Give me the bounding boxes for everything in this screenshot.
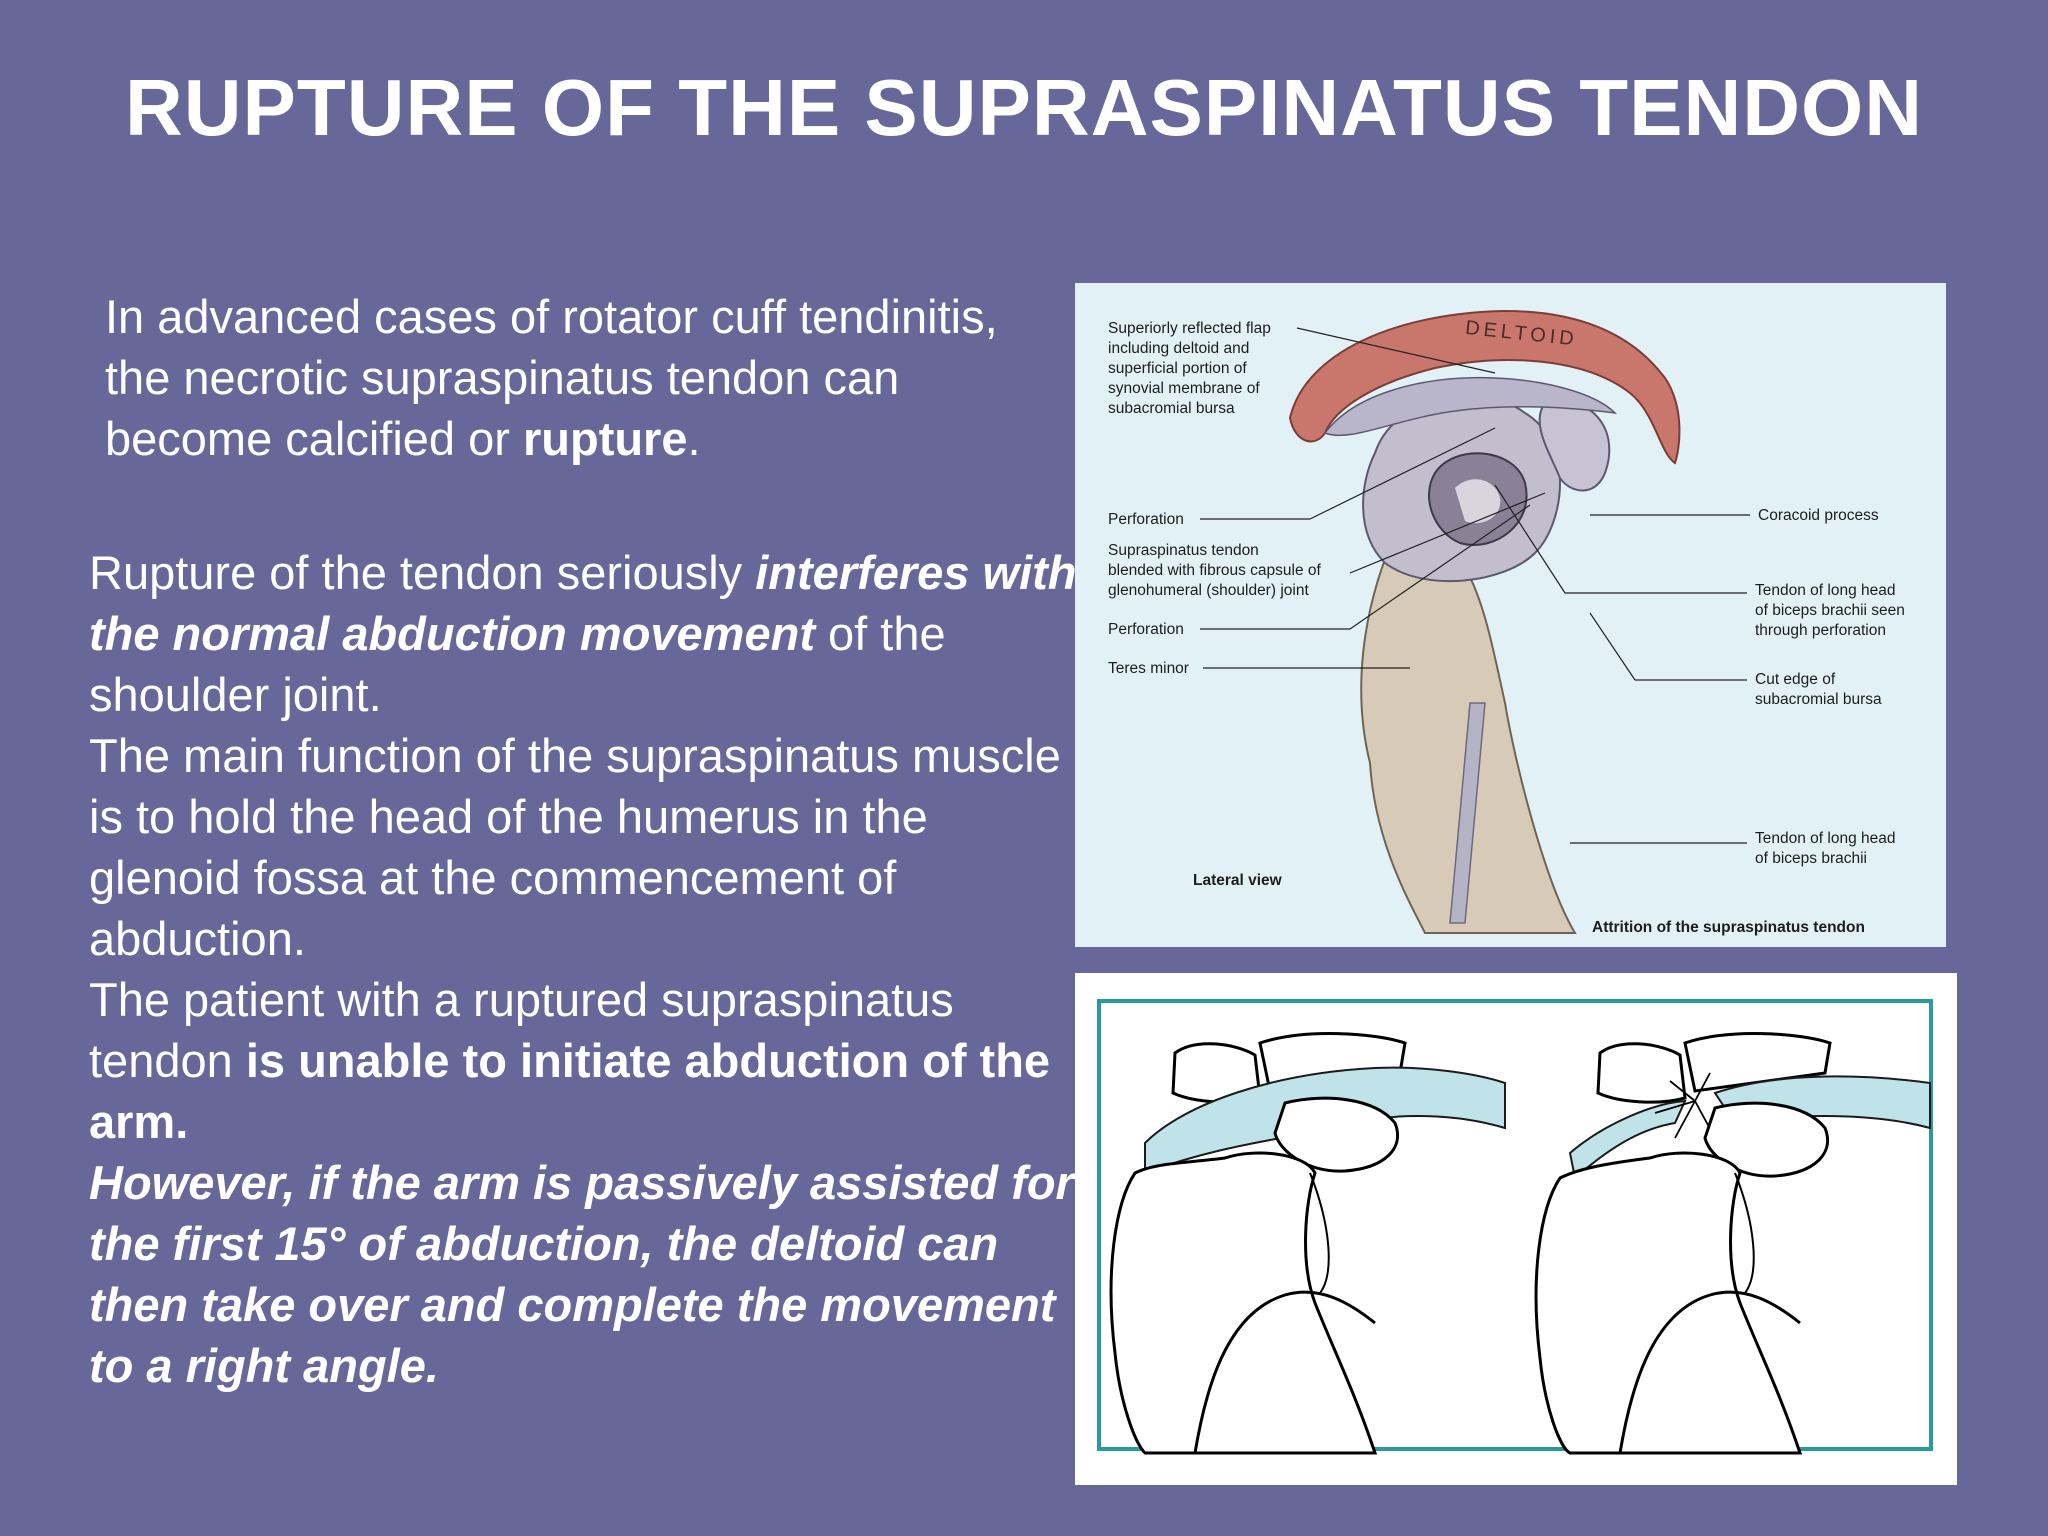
label-flap-line1: Superiorly reflected flap: [1108, 320, 1271, 337]
body-text-c: of the shoulder joint.: [89, 607, 946, 721]
label-supra-line3: glenohumeral (shoulder) joint: [1108, 582, 1309, 599]
acromion-right: [1596, 1042, 1687, 1104]
scapula-left: [1193, 1290, 1376, 1454]
shoulder-ruptured: [1534, 1032, 1931, 1455]
anatomy-illustration: DELTOID Superiorly reflected flap includ…: [1075, 283, 1946, 947]
body-emphasis-assisted: However, if the arm is passively assiste…: [89, 1156, 1074, 1392]
body-paragraph: Rupture of the tendon seriously interfer…: [89, 542, 1079, 1396]
biceps-tendon: [1449, 702, 1486, 924]
label-flap-line5: subacromial bursa: [1108, 400, 1235, 417]
label-flap-line3: superficial portion of: [1108, 360, 1247, 377]
label-biceps-seen-line2: of biceps brachii seen: [1755, 602, 1905, 619]
label-biceps-line1: Tendon of long head: [1755, 830, 1895, 847]
figure-caption: Attrition of the supraspinatus tendon: [1592, 919, 1865, 936]
glenoid-right: [1734, 1172, 1755, 1294]
drawing-frame: [1097, 999, 1933, 1451]
body-function-text: The main function of the supraspinatus m…: [89, 729, 1061, 965]
label-supra-line1: Supraspinatus tendon: [1108, 542, 1259, 559]
humerus-left: [1109, 1151, 1378, 1455]
intro-end: .: [687, 412, 701, 465]
label-biceps-seen-line1: Tendon of long head: [1755, 582, 1895, 599]
label-perforation-1: Perforation: [1108, 511, 1184, 528]
label-cut-edge-line1: Cut edge of: [1755, 671, 1836, 688]
bursa-membrane: [1323, 376, 1618, 437]
label-flap-line2: including deltoid and: [1108, 340, 1249, 357]
torn-tendon-stump: [1568, 1099, 1687, 1180]
label-supra-line2: blended with fibrous capsule of: [1108, 562, 1322, 579]
glenoid-left: [1309, 1172, 1330, 1294]
line-drawing-svg: [1097, 999, 1933, 1455]
body-patient-text: The patient with a ruptured supraspinatu…: [89, 973, 954, 1087]
label-cut-edge-line2: subacromial bursa: [1755, 691, 1882, 708]
clavicle-right: [1683, 1032, 1832, 1093]
biceps-tendon-seen: [1455, 479, 1501, 524]
coracoid-process: [1538, 400, 1611, 492]
label-coracoid: Coracoid process: [1758, 507, 1879, 524]
intro-bold-rupture: rupture: [522, 412, 688, 465]
body-emphasis-abduction: interferes with the normal abduction mov…: [89, 546, 1077, 660]
humerus-right: [1534, 1151, 1803, 1455]
label-perforation-2: Perforation: [1108, 621, 1184, 638]
label-biceps-line2: of biceps brachii: [1755, 850, 1867, 867]
anatomy-svg: DELTOID Superiorly reflected flap includ…: [1108, 309, 1905, 936]
leader-lines: [1200, 327, 1750, 844]
slide-title: RUPTURE OF THE SUPRASPINATUS TENDON: [124, 63, 1924, 152]
body-text-a: Rupture of the tendon seriously: [89, 546, 756, 599]
anatomy-labels: Superiorly reflected flap including delt…: [1108, 320, 1905, 936]
shoulder-line-drawings: [1075, 973, 1957, 1485]
intro-paragraph: In advanced cases of rotator cuff tendin…: [105, 286, 1065, 469]
label-biceps-seen-line3: through perforation: [1755, 622, 1886, 639]
body-bold-unable: is unable to initiate abduction of the a…: [89, 1034, 1051, 1148]
intro-text: In advanced cases of rotator cuff tendin…: [105, 290, 998, 465]
shoulder-intact: [1109, 1032, 1506, 1455]
label-lateral-view: Lateral view: [1193, 872, 1283, 889]
scapula-right: [1618, 1290, 1801, 1454]
label-flap-line4: synovial membrane of: [1108, 380, 1260, 397]
label-teres-minor: Teres minor: [1108, 660, 1189, 677]
